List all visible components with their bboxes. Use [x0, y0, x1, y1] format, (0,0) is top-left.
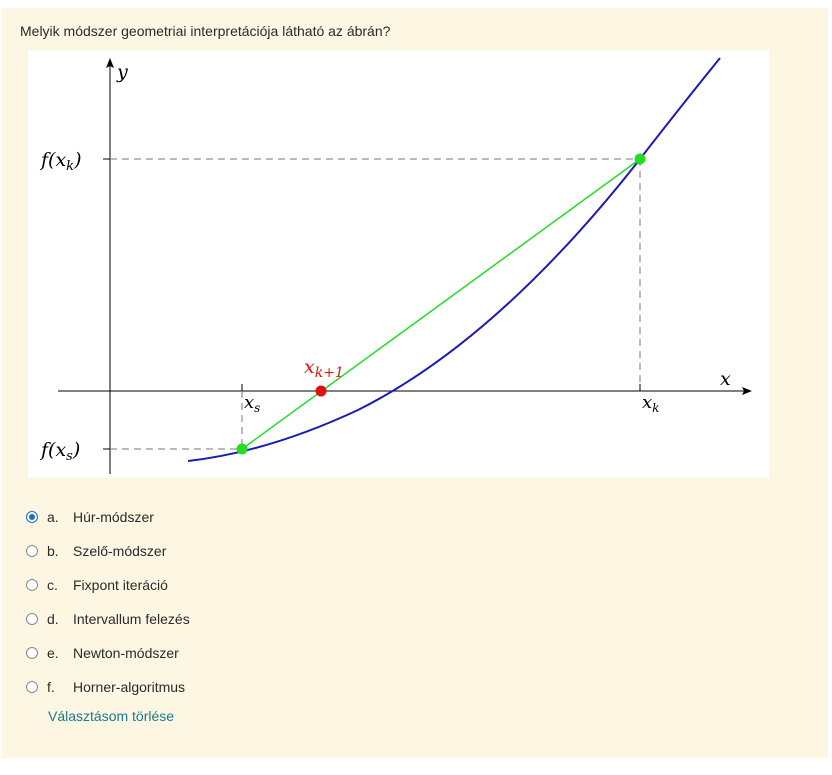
radio-e[interactable] — [26, 647, 38, 659]
radio-a[interactable] — [26, 511, 38, 523]
answer-letter-a: a. — [47, 509, 59, 525]
secant-figure-svg: y x f(xk) f(xs) xs xk xk+1 — [39, 57, 752, 474]
radio-c[interactable] — [26, 579, 38, 591]
xk-label: xk — [642, 392, 659, 415]
answer-option-c[interactable]: c. Fixpont iteráció — [26, 568, 190, 602]
answer-option-e[interactable]: e. Newton-módszer — [26, 636, 190, 670]
answer-letter-e: e. — [47, 645, 59, 661]
point-xk — [634, 153, 646, 165]
secant-line — [241, 158, 641, 450]
answer-label-b: Szelő-módszer — [73, 543, 167, 559]
answer-label-e: Newton-módszer — [73, 645, 179, 661]
question-card: Melyik módszer geometriai interpretációj… — [2, 8, 828, 758]
y-axis-label: y — [116, 61, 128, 83]
y-axis-arrow — [106, 58, 114, 68]
x-axis-label: x — [720, 368, 731, 390]
point-xk1 — [315, 385, 327, 397]
answer-option-d[interactable]: d. Intervallum felezés — [26, 602, 190, 636]
answer-option-a[interactable]: a. Húr-módszer — [26, 500, 190, 534]
answer-option-b[interactable]: b. Szelő-módszer — [26, 534, 190, 568]
clear-choice-link[interactable]: Választásom törlése — [48, 708, 175, 724]
fxs-label: f(xs) — [39, 439, 80, 464]
radio-f[interactable] — [26, 681, 38, 693]
xs-label: xs — [244, 392, 260, 415]
figure: y x f(xk) f(xs) xs xk xk+1 — [28, 50, 769, 478]
radio-d[interactable] — [26, 613, 38, 625]
answer-list: a. Húr-módszer b. Szelő-módszer c. Fixpo… — [26, 500, 190, 704]
answer-letter-f: f. — [47, 679, 55, 695]
answer-letter-b: b. — [47, 543, 59, 559]
point-xs — [236, 443, 248, 455]
xk1-label: xk+1 — [304, 356, 344, 381]
answer-letter-c: c. — [47, 577, 58, 593]
answer-label-a: Húr-módszer — [73, 509, 154, 525]
radio-b[interactable] — [26, 545, 38, 557]
answer-label-c: Fixpont iteráció — [73, 577, 168, 593]
answer-label-d: Intervallum felezés — [73, 611, 190, 627]
function-curve — [187, 57, 721, 462]
question-text: Melyik módszer geometriai interpretációj… — [20, 23, 391, 39]
x-axis-arrow — [742, 387, 752, 395]
answer-label-f: Horner-algoritmus — [73, 679, 186, 695]
answer-letter-d: d. — [47, 611, 59, 627]
fxk-label: f(xk) — [39, 149, 81, 174]
answer-option-f[interactable]: f. Horner-algoritmus — [26, 670, 190, 704]
